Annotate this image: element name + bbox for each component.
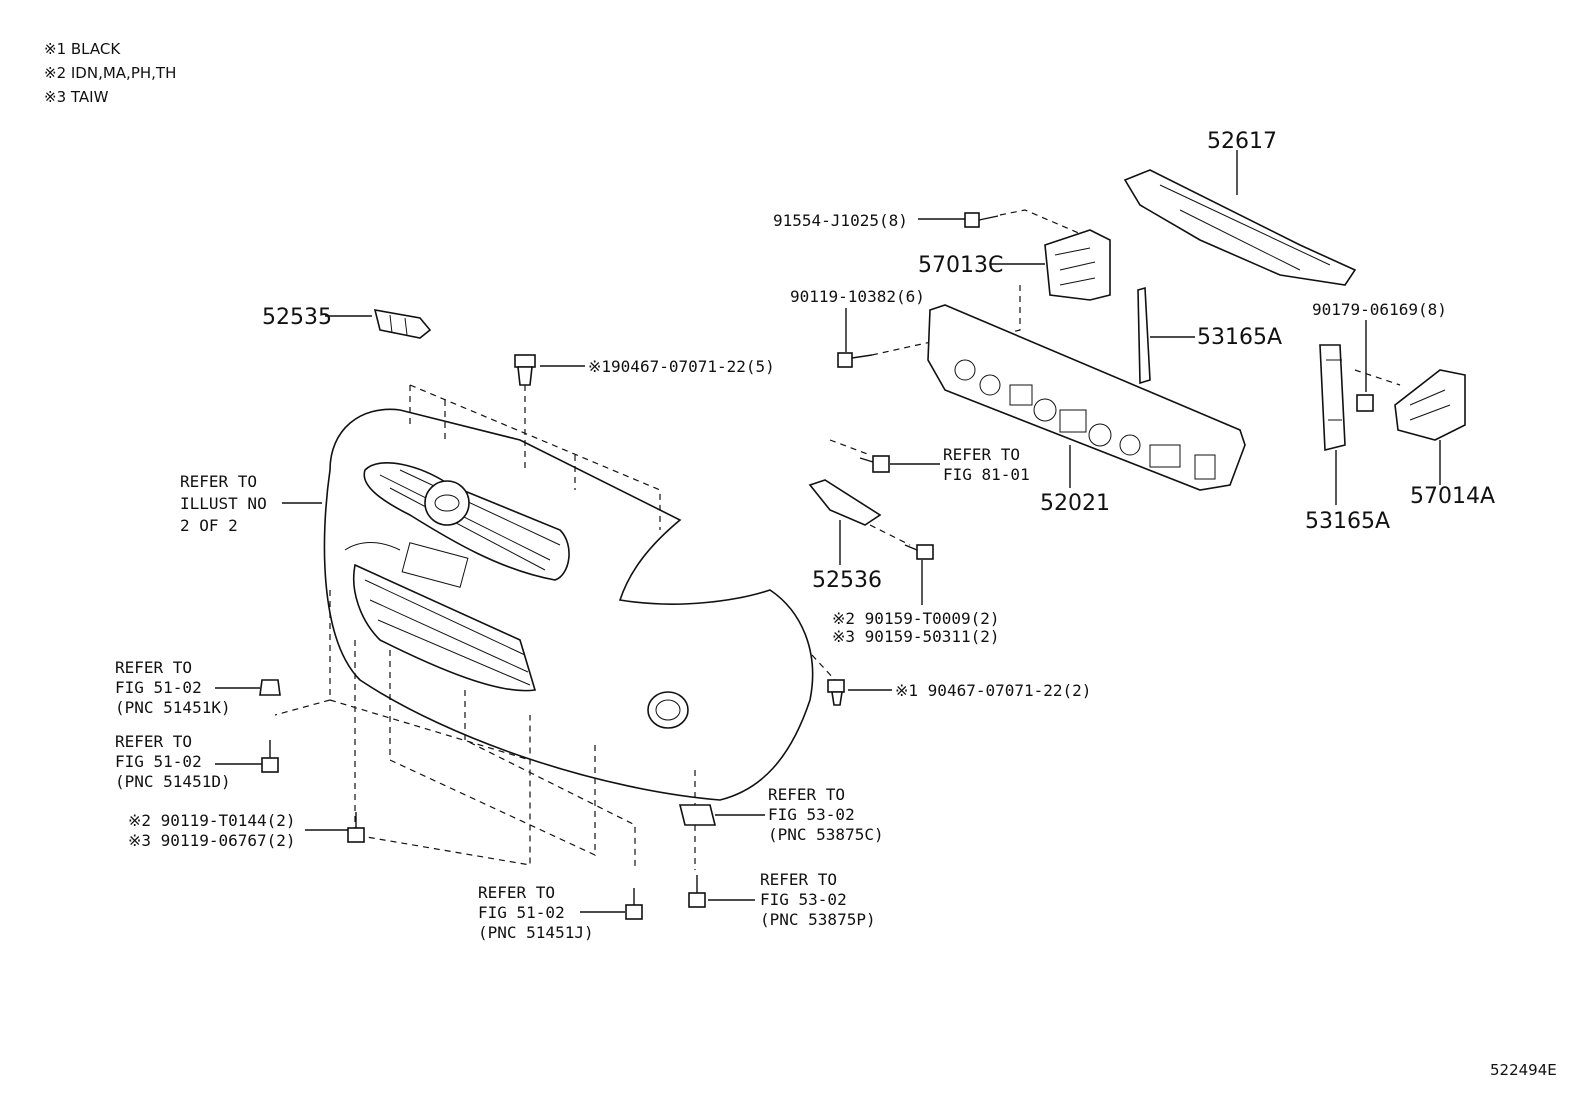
- bolt-fig81-icon: [859, 455, 890, 473]
- label-52617: 52617: [1207, 129, 1277, 154]
- clip-90467-bottom-icon: [827, 679, 845, 706]
- ref-51451k-line1: REFER TO: [115, 658, 192, 677]
- ref-51451d-line2: FIG 51-02: [115, 752, 202, 771]
- ref-51451d-line1: REFER TO: [115, 732, 192, 751]
- ref-51451j-line3: (PNC 51451J): [478, 923, 594, 942]
- ref-illust-line2: ILLUST NO: [180, 494, 267, 513]
- label-90467-top: ※190467-07071-22(5): [588, 357, 775, 376]
- ref-53875c-line1: REFER TO: [768, 785, 845, 804]
- ref-53875p-line1: REFER TO: [760, 870, 837, 889]
- part-52536-retainer: [808, 479, 882, 526]
- label-52536: 52536: [812, 568, 882, 593]
- bolt-53875p-icon: [688, 875, 706, 908]
- nut-90179-icon: [1356, 394, 1374, 412]
- bolt-90119-10382-icon: [837, 352, 873, 368]
- label-90119-06767: ※3 90119-06767(2): [128, 831, 296, 850]
- ref-53875p-line2: FIG 53-02: [760, 890, 847, 909]
- label-57013C: 57013C: [918, 253, 1003, 278]
- label-90119-10382: 90119-10382(6): [790, 287, 925, 306]
- fog-lamp-icon: [647, 691, 689, 729]
- label-91554: 91554-J1025(8): [773, 211, 908, 230]
- ref-illust-line1: REFER TO: [180, 472, 257, 491]
- label-52021: 52021: [1040, 491, 1110, 516]
- label-90159-a: ※2 90159-T0009(2): [832, 609, 1000, 628]
- bolt-51451j-icon: [625, 888, 643, 920]
- label-53165A-bottom: 53165A: [1305, 509, 1390, 534]
- part-52535-clip: [373, 308, 432, 339]
- note-3: ※3 TAIW: [44, 88, 109, 106]
- part-57014A-bracket: [1394, 369, 1466, 441]
- bolt-51451d-icon: [261, 740, 279, 773]
- part-53165A-bottom: [1319, 344, 1346, 452]
- note-2: ※2 IDN,MA,PH,TH: [44, 64, 176, 82]
- notes-legend: ※1 BLACK ※2 IDN,MA,PH,TH ※3 TAIW: [44, 40, 176, 106]
- label-90179: 90179-06169(8): [1312, 300, 1447, 319]
- bolt-90159-icon: [904, 544, 934, 560]
- clip-53875c-icon: [678, 804, 717, 826]
- label-53165A-top: 53165A: [1197, 325, 1282, 350]
- label-57014A: 57014A: [1410, 484, 1495, 509]
- bolt-91554-icon: [964, 212, 999, 228]
- ref-51451k-line3: (PNC 51451K): [115, 698, 231, 717]
- ref-51451j-line2: FIG 51-02: [478, 903, 565, 922]
- bolt-90119-lower-icon: [347, 812, 365, 843]
- ref-51451d-line3: (PNC 51451D): [115, 772, 231, 791]
- ref-illust-line3: 2 OF 2: [180, 516, 238, 535]
- label-90159-b: ※3 90159-50311(2): [832, 627, 1000, 646]
- note-1: ※1 BLACK: [44, 40, 121, 58]
- part-53165A-top: [1137, 286, 1151, 385]
- part-52617-absorber: [1123, 169, 1357, 286]
- clip-90467-top-icon: [514, 354, 536, 386]
- ref-53875p-line3: (PNC 53875P): [760, 910, 876, 929]
- bumper-cover-illustration: [323, 408, 814, 801]
- label-52535: 52535: [262, 305, 332, 330]
- ref-53875c-line2: FIG 53-02: [768, 805, 855, 824]
- grille-mesh: [379, 469, 561, 571]
- ref-fig81-line2: FIG 81-01: [943, 465, 1030, 484]
- emblem-icon: [424, 480, 470, 526]
- clip-51451k-icon: [259, 679, 281, 696]
- ref-51451k-line2: FIG 51-02: [115, 678, 202, 697]
- label-90119-t0144: ※2 90119-T0144(2): [128, 811, 296, 830]
- ref-53875c-line3: (PNC 53875C): [768, 825, 884, 844]
- ref-51451j-line1: REFER TO: [478, 883, 555, 902]
- label-90467-bottom: ※1 90467-07071-22(2): [895, 681, 1091, 700]
- part-57013C-bracket: [1044, 229, 1111, 301]
- ref-fig81-line1: REFER TO: [943, 445, 1020, 464]
- diagram-id: 522494E: [1490, 1061, 1557, 1079]
- part-52021-reinforcement: [927, 304, 1246, 491]
